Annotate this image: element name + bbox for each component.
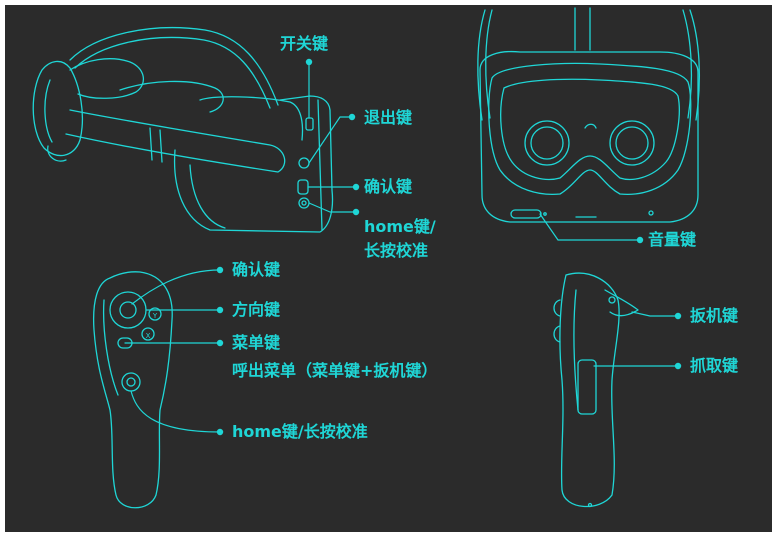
controller-side-leaders [594,312,681,369]
controller-front-view [94,272,173,508]
x-button-glyph: X [146,332,151,340]
label-menu-key: 菜单键 [232,333,280,353]
label-home-key-controller: home键/长按校准 [232,422,368,442]
label-volume-key: 音量键 [648,230,696,250]
label-trigger-key: 扳机键 [690,306,738,326]
label-confirm-key-headset: 确认键 [364,177,412,197]
label-grip-key: 抓取键 [690,356,738,376]
label-menu-key-note: 呼出菜单（菜单键+扳机键） [232,361,437,381]
headset-front-view [478,8,700,222]
label-home-key-line1: home键/ [364,217,436,237]
label-direction-key: 方向键 [232,300,280,320]
volume-leader [540,214,643,243]
label-power-key: 开关键 [280,34,328,54]
controller-front-leaders [125,267,223,434]
headset-side-view [33,28,332,232]
label-home-key-line2: 长按校准 [364,241,428,261]
label-confirm-key-controller: 确认键 [232,260,280,280]
controller-side-view [554,273,638,506]
y-button-glyph: Y [152,312,158,320]
label-back-key: 退出键 [364,108,412,128]
